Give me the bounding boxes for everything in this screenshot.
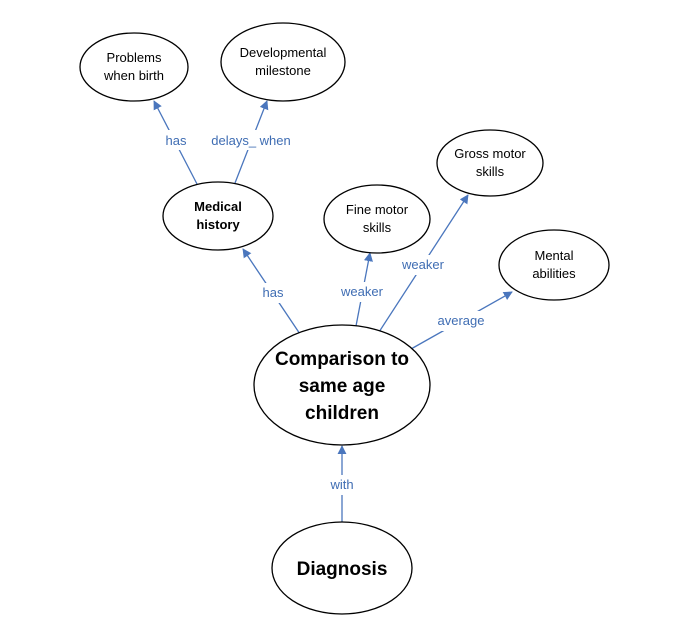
node-fine-motor-skills-line-2: skills	[363, 220, 392, 235]
node-developmental-milestone-line-1: Developmental	[240, 45, 327, 60]
edge-label-weaker-gross: weaker	[401, 257, 445, 272]
node-problems-when-birth-line-1: Problems	[107, 50, 162, 65]
edge-label-average: average	[438, 313, 485, 328]
edge-label-has-medical: has	[263, 285, 284, 300]
node-fine-motor-skills-line-1: Fine motor	[346, 202, 409, 217]
node-problems-when-birth: Problems when birth	[79, 32, 189, 102]
node-mental-abilities: Mental abilities	[498, 229, 610, 301]
edge-label-has-problems: has	[166, 133, 187, 148]
node-mental-abilities-line-2: abilities	[532, 266, 576, 281]
edge-label-with: with	[329, 477, 353, 492]
node-gross-motor-skills: Gross motor skills	[436, 129, 544, 197]
node-fine-motor-skills: Fine motor skills	[323, 184, 431, 254]
node-comparison: Comparison to same age children	[253, 324, 431, 446]
edge-labels: has delays_ when has weaker weaker avera…	[160, 130, 492, 495]
node-developmental-milestone: Developmental milestone	[220, 22, 346, 102]
node-comparison-line-2: same age	[299, 376, 386, 397]
node-comparison-line-3: children	[305, 403, 379, 424]
node-medical-history-line-1: Medical	[194, 199, 242, 214]
node-medical-history-line-2: history	[196, 217, 240, 232]
node-diagnosis: Diagnosis	[271, 521, 413, 615]
node-gross-motor-skills-line-1: Gross motor	[454, 146, 526, 161]
node-comparison-line-1: Comparison to	[275, 349, 409, 370]
node-mental-abilities-line-1: Mental	[534, 248, 573, 263]
node-gross-motor-skills-line-2: skills	[476, 164, 505, 179]
node-problems-when-birth-line-2: when birth	[103, 68, 164, 83]
edge-label-weaker-fine: weaker	[340, 284, 384, 299]
node-diagnosis-line-1: Diagnosis	[297, 559, 388, 580]
node-developmental-milestone-line-2: milestone	[255, 63, 311, 78]
node-medical-history: Medical history	[162, 181, 274, 251]
edge-label-delays-when: delays_ when	[211, 133, 291, 148]
